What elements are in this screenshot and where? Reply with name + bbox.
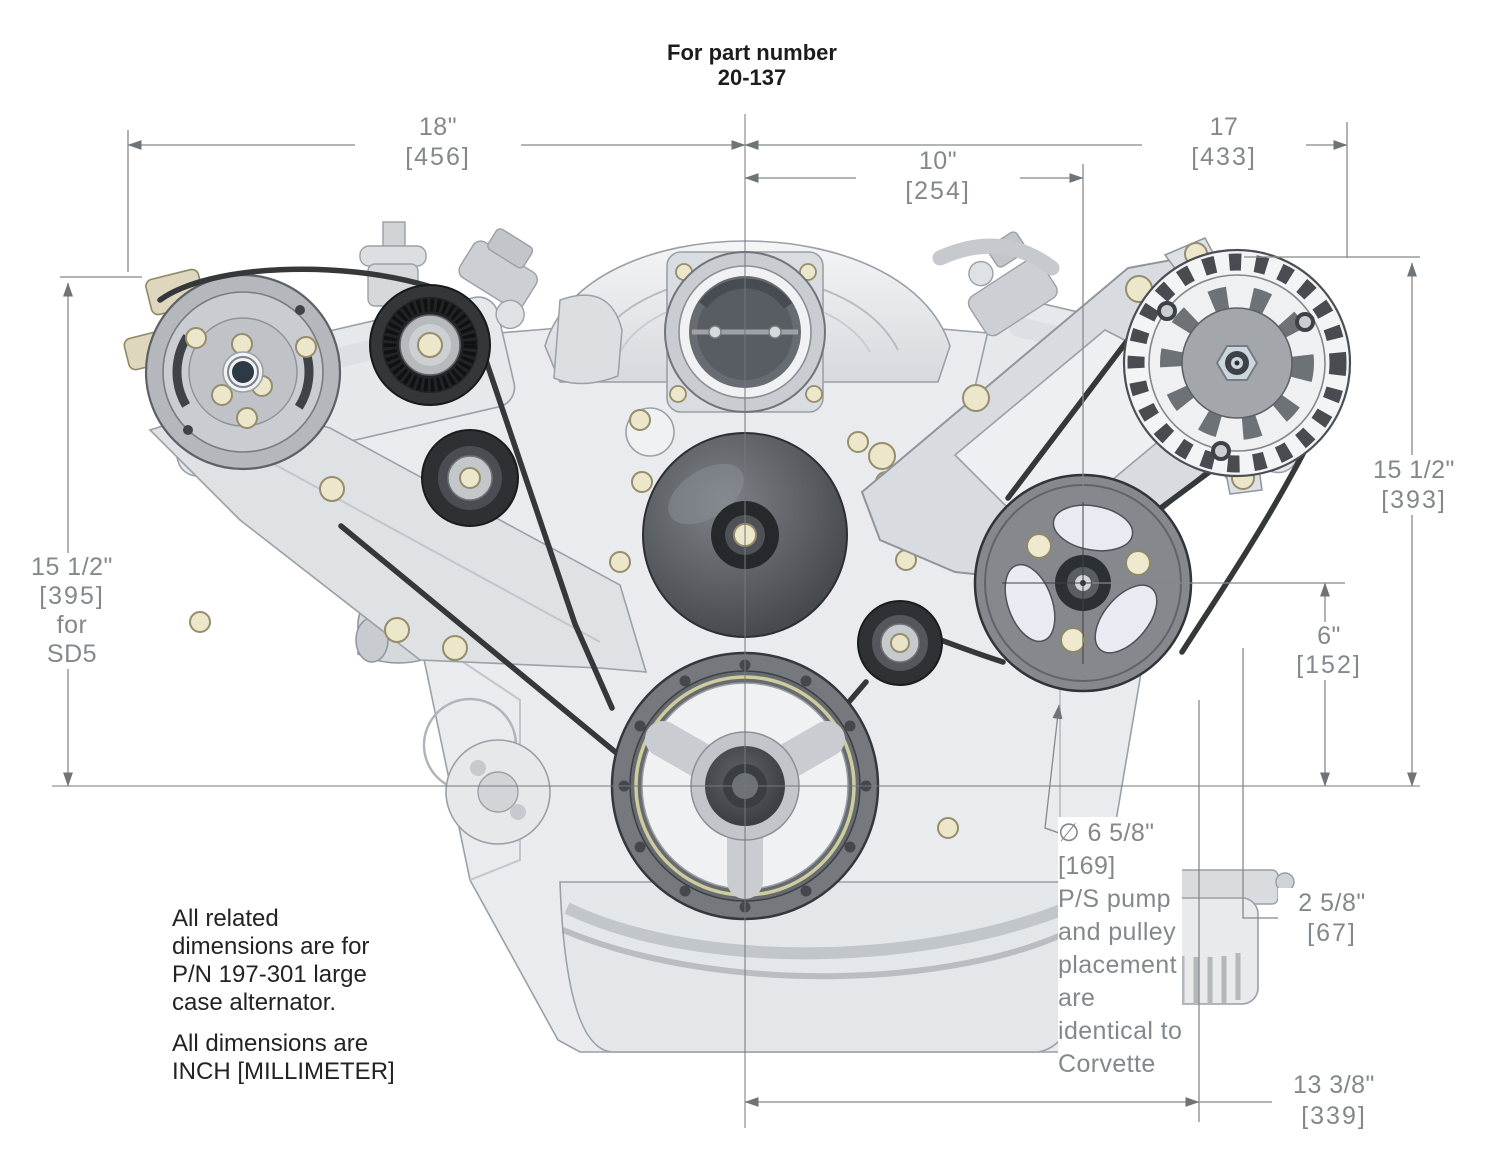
dim-inches: 17	[1209, 113, 1239, 141]
dim-6in-label: 6" [152]	[1280, 622, 1378, 680]
dim-mm: [395]	[39, 582, 105, 610]
dim-inches: 15 1/2"	[1373, 456, 1455, 484]
ps-pump-pulley	[973, 473, 1193, 693]
page-title: For part number 20-137	[602, 40, 902, 90]
dim-mm: [152]	[1296, 651, 1362, 679]
dim-17-label: 17 [433]	[1142, 112, 1306, 172]
dim-inches: 15 1/2"	[31, 553, 113, 581]
ps-note-line: P/S pump	[1058, 885, 1171, 913]
dim-mm: [254]	[905, 177, 971, 205]
drawing-notes: All related dimensions are for P/N 197-3…	[172, 905, 395, 1086]
note-line: INCH [MILLIMETER]	[172, 1058, 395, 1085]
note-line: All related	[172, 905, 279, 932]
ps-pump-note: ∅ 6 5/8" [169] P/S pump and pulley place…	[1058, 817, 1183, 1081]
heater-pipe	[932, 238, 1060, 276]
dim-note: SD5	[46, 640, 98, 668]
dim-15half-right-label: 15 1/2" [393]	[1342, 455, 1486, 515]
oil-pan	[559, 881, 1082, 1053]
dim-inches: 10"	[918, 147, 958, 175]
ps-pump-leader-line	[1044, 704, 1063, 834]
cam-sensor-cluster	[458, 228, 538, 330]
dim-10in-label: 10" [254]	[856, 146, 1020, 206]
dim-note: for	[56, 611, 88, 639]
dim-mm: [433]	[1191, 143, 1257, 171]
ps-note-line: Corvette	[1058, 1050, 1156, 1078]
dim-2-5-8-label: 2 5/8" [67]	[1278, 888, 1386, 948]
note-line: P/N 197-301 large	[172, 961, 367, 988]
note-paragraph-1: All related dimensions are for P/N 197-3…	[172, 905, 395, 1017]
note-line: case alternator.	[172, 989, 337, 1016]
dim-mm: [393]	[1381, 486, 1447, 514]
note-line: All dimensions are	[172, 1030, 369, 1057]
dim-13-3-8-label: 13 3/8" [339]	[1277, 1070, 1391, 1132]
ps-note-line: and pulley	[1058, 918, 1176, 946]
alternator	[1122, 237, 1352, 495]
belt-tensioner-pulley	[369, 284, 491, 406]
dim-inches: 13 3/8"	[1293, 1071, 1375, 1099]
dim-inches: 6"	[1317, 622, 1341, 650]
note-line: dimensions are for	[172, 933, 370, 960]
dim-mm: [339]	[1301, 1102, 1367, 1130]
front-cover-details	[422, 407, 675, 845]
ps-note-line: placement	[1058, 951, 1177, 979]
ps-note-line: ∅ 6 5/8"	[1058, 819, 1155, 847]
dim-15half-left-label: 15 1/2" [395] for SD5	[3, 553, 141, 669]
note-paragraph-2: All dimensions are INCH [MILLIMETER]	[172, 1030, 395, 1086]
dim-mm: [456]	[405, 143, 471, 171]
ps-note-line: [169]	[1058, 852, 1116, 880]
title-line-1: For part number	[667, 40, 837, 65]
dim-mm: [67]	[1307, 919, 1357, 947]
dim-inches: 18"	[418, 113, 458, 141]
small-idler-pulley	[857, 600, 943, 686]
title-line-2: 20-137	[717, 65, 787, 90]
dim-18in-label: 18" [456]	[355, 112, 521, 172]
ac-compressor	[123, 268, 342, 471]
idler-pulley	[421, 429, 519, 527]
ps-note-line: identical to	[1058, 1017, 1183, 1045]
ps-note-line: are	[1058, 984, 1096, 1012]
centerlines	[52, 114, 1420, 1128]
dim-inches: 2 5/8"	[1298, 889, 1366, 917]
balancer-bolt-holes	[618, 659, 872, 913]
